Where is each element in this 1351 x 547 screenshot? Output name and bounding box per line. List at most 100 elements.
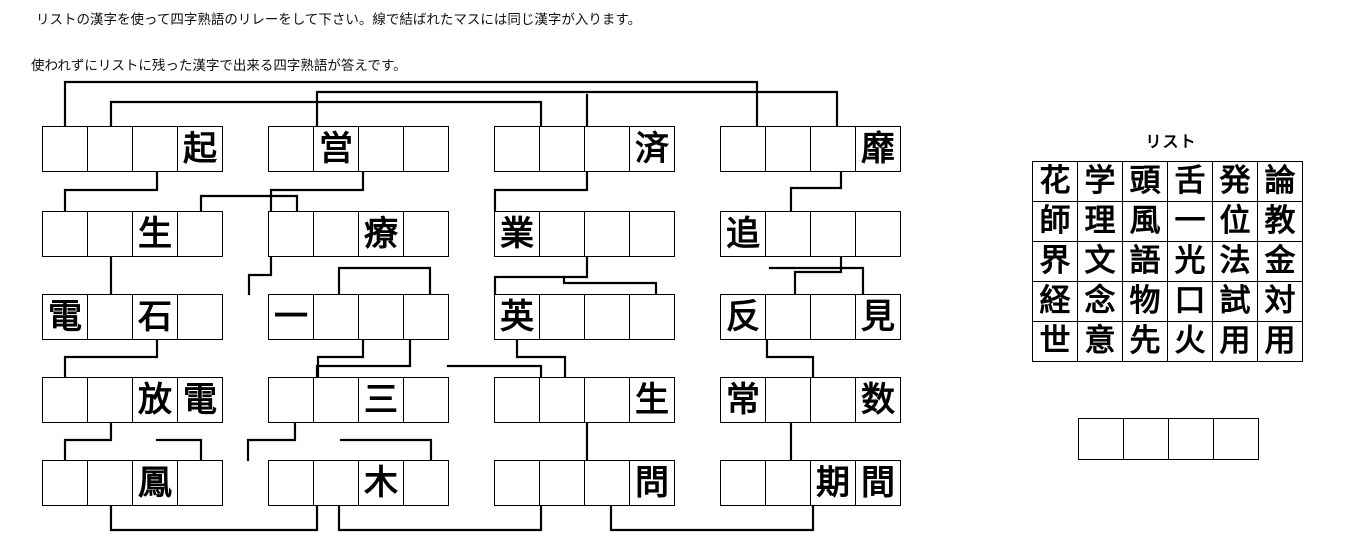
puzzle-cell-empty[interactable] xyxy=(87,211,133,257)
puzzle-cell-empty[interactable] xyxy=(403,126,449,172)
puzzle-cell-empty[interactable] xyxy=(403,460,449,506)
puzzle-cell-empty[interactable] xyxy=(765,211,811,257)
puzzle-cell-empty[interactable] xyxy=(177,460,223,506)
kanji-list-cell[interactable]: 用 xyxy=(1257,321,1303,362)
kanji-list-cell[interactable]: 世 xyxy=(1032,321,1078,362)
kanji-list-cell[interactable]: 舌 xyxy=(1167,161,1213,202)
puzzle-cell-filled[interactable]: 反 xyxy=(720,294,766,340)
puzzle-cell-empty[interactable] xyxy=(177,294,223,340)
kanji-list-cell[interactable]: 金 xyxy=(1257,241,1303,282)
puzzle-cell-filled[interactable]: 期 xyxy=(810,460,856,506)
kanji-list-cell[interactable]: 教 xyxy=(1257,201,1303,242)
puzzle-cell-empty[interactable] xyxy=(87,377,133,423)
kanji-list-cell[interactable]: 一 xyxy=(1167,201,1213,242)
puzzle-cell-empty[interactable] xyxy=(494,126,540,172)
puzzle-cell-filled[interactable]: 追 xyxy=(720,211,766,257)
puzzle-cell-filled[interactable]: 三 xyxy=(358,377,404,423)
puzzle-cell-filled[interactable]: 業 xyxy=(494,211,540,257)
puzzle-cell-filled[interactable]: 問 xyxy=(629,460,675,506)
puzzle-cell-empty[interactable] xyxy=(494,377,540,423)
puzzle-cell-empty[interactable] xyxy=(765,460,811,506)
puzzle-cell-filled[interactable]: 鳳 xyxy=(132,460,178,506)
puzzle-cell-empty[interactable] xyxy=(268,126,314,172)
kanji-list-cell[interactable]: 試 xyxy=(1212,281,1258,322)
puzzle-cell-empty[interactable] xyxy=(403,377,449,423)
puzzle-cell-empty[interactable] xyxy=(765,377,811,423)
puzzle-cell-empty[interactable] xyxy=(42,377,88,423)
kanji-list-cell[interactable]: 用 xyxy=(1212,321,1258,362)
kanji-list-cell[interactable]: 意 xyxy=(1077,321,1123,362)
puzzle-cell-empty[interactable] xyxy=(177,211,223,257)
kanji-list-cell[interactable]: 法 xyxy=(1212,241,1258,282)
puzzle-cell-filled[interactable]: 生 xyxy=(629,377,675,423)
puzzle-cell-filled[interactable]: 療 xyxy=(358,211,404,257)
answer-cell[interactable] xyxy=(1123,418,1169,460)
puzzle-cell-filled[interactable]: 起 xyxy=(177,126,223,172)
kanji-list-cell[interactable]: 対 xyxy=(1257,281,1303,322)
puzzle-cell-empty[interactable] xyxy=(765,294,811,340)
kanji-list-cell[interactable]: 学 xyxy=(1077,161,1123,202)
puzzle-cell-empty[interactable] xyxy=(494,460,540,506)
puzzle-cell-empty[interactable] xyxy=(87,294,133,340)
kanji-list-cell[interactable]: 界 xyxy=(1032,241,1078,282)
kanji-list-cell[interactable]: 風 xyxy=(1122,201,1168,242)
puzzle-cell-filled[interactable]: 電 xyxy=(177,377,223,423)
puzzle-cell-empty[interactable] xyxy=(42,126,88,172)
puzzle-cell-empty[interactable] xyxy=(584,294,630,340)
kanji-list-cell[interactable]: 論 xyxy=(1257,161,1303,202)
kanji-list-cell[interactable]: 口 xyxy=(1167,281,1213,322)
puzzle-cell-empty[interactable] xyxy=(87,460,133,506)
puzzle-cell-empty[interactable] xyxy=(268,211,314,257)
puzzle-cell-empty[interactable] xyxy=(539,126,585,172)
answer-cell[interactable] xyxy=(1168,418,1214,460)
kanji-list-cell[interactable]: 発 xyxy=(1212,161,1258,202)
kanji-list-cell[interactable]: 位 xyxy=(1212,201,1258,242)
puzzle-cell-empty[interactable] xyxy=(313,377,359,423)
puzzle-cell-empty[interactable] xyxy=(42,460,88,506)
puzzle-cell-empty[interactable] xyxy=(810,377,856,423)
kanji-list-cell[interactable]: 理 xyxy=(1077,201,1123,242)
puzzle-cell-filled[interactable]: 生 xyxy=(132,211,178,257)
puzzle-cell-empty[interactable] xyxy=(584,377,630,423)
puzzle-cell-empty[interactable] xyxy=(539,211,585,257)
puzzle-cell-empty[interactable] xyxy=(629,294,675,340)
puzzle-cell-filled[interactable]: 数 xyxy=(855,377,901,423)
puzzle-cell-empty[interactable] xyxy=(765,126,811,172)
puzzle-cell-empty[interactable] xyxy=(313,211,359,257)
puzzle-cell-empty[interactable] xyxy=(584,211,630,257)
puzzle-cell-filled[interactable]: 済 xyxy=(629,126,675,172)
kanji-list-cell[interactable]: 経 xyxy=(1032,281,1078,322)
puzzle-cell-filled[interactable]: 一 xyxy=(268,294,314,340)
puzzle-cell-filled[interactable]: 営 xyxy=(313,126,359,172)
answer-cell[interactable] xyxy=(1213,418,1259,460)
puzzle-cell-empty[interactable] xyxy=(810,126,856,172)
puzzle-cell-empty[interactable] xyxy=(268,460,314,506)
puzzle-cell-empty[interactable] xyxy=(268,377,314,423)
puzzle-cell-empty[interactable] xyxy=(358,294,404,340)
puzzle-cell-empty[interactable] xyxy=(584,126,630,172)
kanji-list-cell[interactable]: 語 xyxy=(1122,241,1168,282)
puzzle-cell-empty[interactable] xyxy=(720,460,766,506)
puzzle-cell-empty[interactable] xyxy=(403,294,449,340)
kanji-list-cell[interactable]: 文 xyxy=(1077,241,1123,282)
puzzle-cell-filled[interactable]: 木 xyxy=(358,460,404,506)
puzzle-cell-empty[interactable] xyxy=(87,126,133,172)
kanji-list-cell[interactable]: 花 xyxy=(1032,161,1078,202)
puzzle-cell-empty[interactable] xyxy=(403,211,449,257)
puzzle-cell-empty[interactable] xyxy=(313,294,359,340)
puzzle-cell-empty[interactable] xyxy=(810,294,856,340)
answer-cell[interactable] xyxy=(1078,418,1124,460)
puzzle-cell-filled[interactable]: 英 xyxy=(494,294,540,340)
kanji-list-cell[interactable]: 火 xyxy=(1167,321,1213,362)
puzzle-cell-filled[interactable]: 石 xyxy=(132,294,178,340)
puzzle-cell-filled[interactable]: 放 xyxy=(132,377,178,423)
puzzle-cell-empty[interactable] xyxy=(855,211,901,257)
kanji-list-cell[interactable]: 念 xyxy=(1077,281,1123,322)
puzzle-cell-filled[interactable]: 常 xyxy=(720,377,766,423)
puzzle-cell-empty[interactable] xyxy=(810,211,856,257)
puzzle-cell-empty[interactable] xyxy=(720,126,766,172)
puzzle-cell-empty[interactable] xyxy=(584,460,630,506)
puzzle-cell-empty[interactable] xyxy=(313,460,359,506)
puzzle-cell-empty[interactable] xyxy=(629,211,675,257)
kanji-list-cell[interactable]: 頭 xyxy=(1122,161,1168,202)
